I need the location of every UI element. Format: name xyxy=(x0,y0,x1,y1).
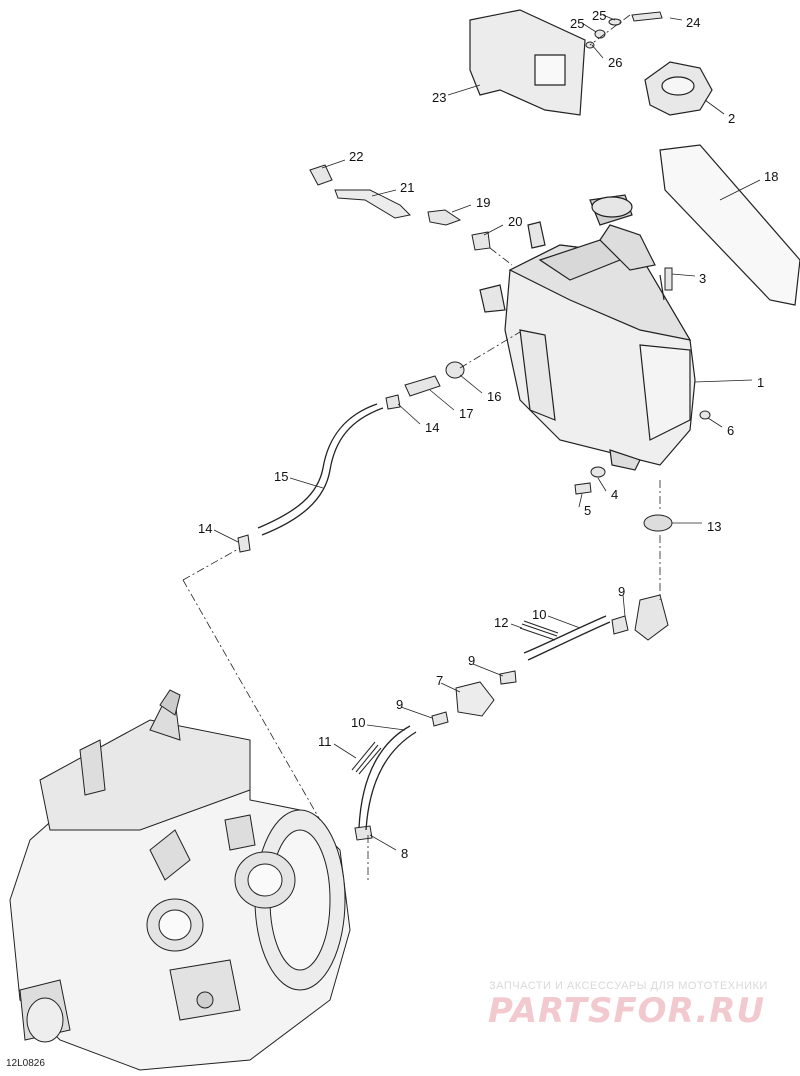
callout-18: 18 xyxy=(764,169,778,184)
callout-13: 13 xyxy=(707,519,721,534)
callout-10: 10 xyxy=(532,607,546,622)
hardware-parts xyxy=(237,11,711,841)
callout-10: 10 xyxy=(351,715,365,730)
drawing-reference-code: 12L0826 xyxy=(6,1058,45,1069)
callout-25: 25 xyxy=(570,16,584,31)
oil-tank xyxy=(479,194,696,471)
callout-9: 9 xyxy=(396,697,403,712)
callout-24: 24 xyxy=(686,15,700,30)
tank-cap xyxy=(644,61,713,116)
callout-6: 6 xyxy=(727,423,734,438)
callout-20: 20 xyxy=(508,214,522,229)
callout-3: 3 xyxy=(699,271,706,286)
callout-23: 23 xyxy=(432,90,446,105)
callout-2: 2 xyxy=(728,111,735,126)
callout-12: 12 xyxy=(494,615,508,630)
callout-1: 1 xyxy=(757,375,764,390)
engine-assembly xyxy=(9,689,351,1071)
callout-8: 8 xyxy=(401,846,408,861)
leader-lines xyxy=(213,14,761,851)
callout-4: 4 xyxy=(611,487,618,502)
svg-text:PARTSFOR.RU: PARTSFOR.RU xyxy=(488,991,765,1031)
tank-cover-bracket xyxy=(469,9,586,116)
callout-26: 26 xyxy=(608,55,622,70)
callout-5: 5 xyxy=(584,503,591,518)
watermark-tagline: ЗАПЧАСТИ И АКСЕССУАРЫ ДЛЯ МОТОТЕХНИКИ xyxy=(489,980,768,992)
callout-15: 15 xyxy=(274,469,288,484)
callout-7: 7 xyxy=(436,673,443,688)
foam-gasket xyxy=(659,144,800,306)
callout-14: 14 xyxy=(425,420,439,435)
dashed-centerlines xyxy=(182,14,661,880)
callout-9: 9 xyxy=(618,584,625,599)
callout-19: 19 xyxy=(476,195,490,210)
callout-25: 25 xyxy=(592,8,606,23)
callout-14: 14 xyxy=(198,521,212,536)
callout-16: 16 xyxy=(487,389,501,404)
callout-9: 9 xyxy=(468,653,475,668)
hoses xyxy=(257,403,611,831)
callout-22: 22 xyxy=(349,149,363,164)
springs xyxy=(351,620,559,775)
callout-11: 11 xyxy=(318,734,332,749)
callout-17: 17 xyxy=(459,406,473,421)
watermark-logo: PARTSFOR.RU xyxy=(488,991,765,1031)
callout-21: 21 xyxy=(400,180,414,195)
